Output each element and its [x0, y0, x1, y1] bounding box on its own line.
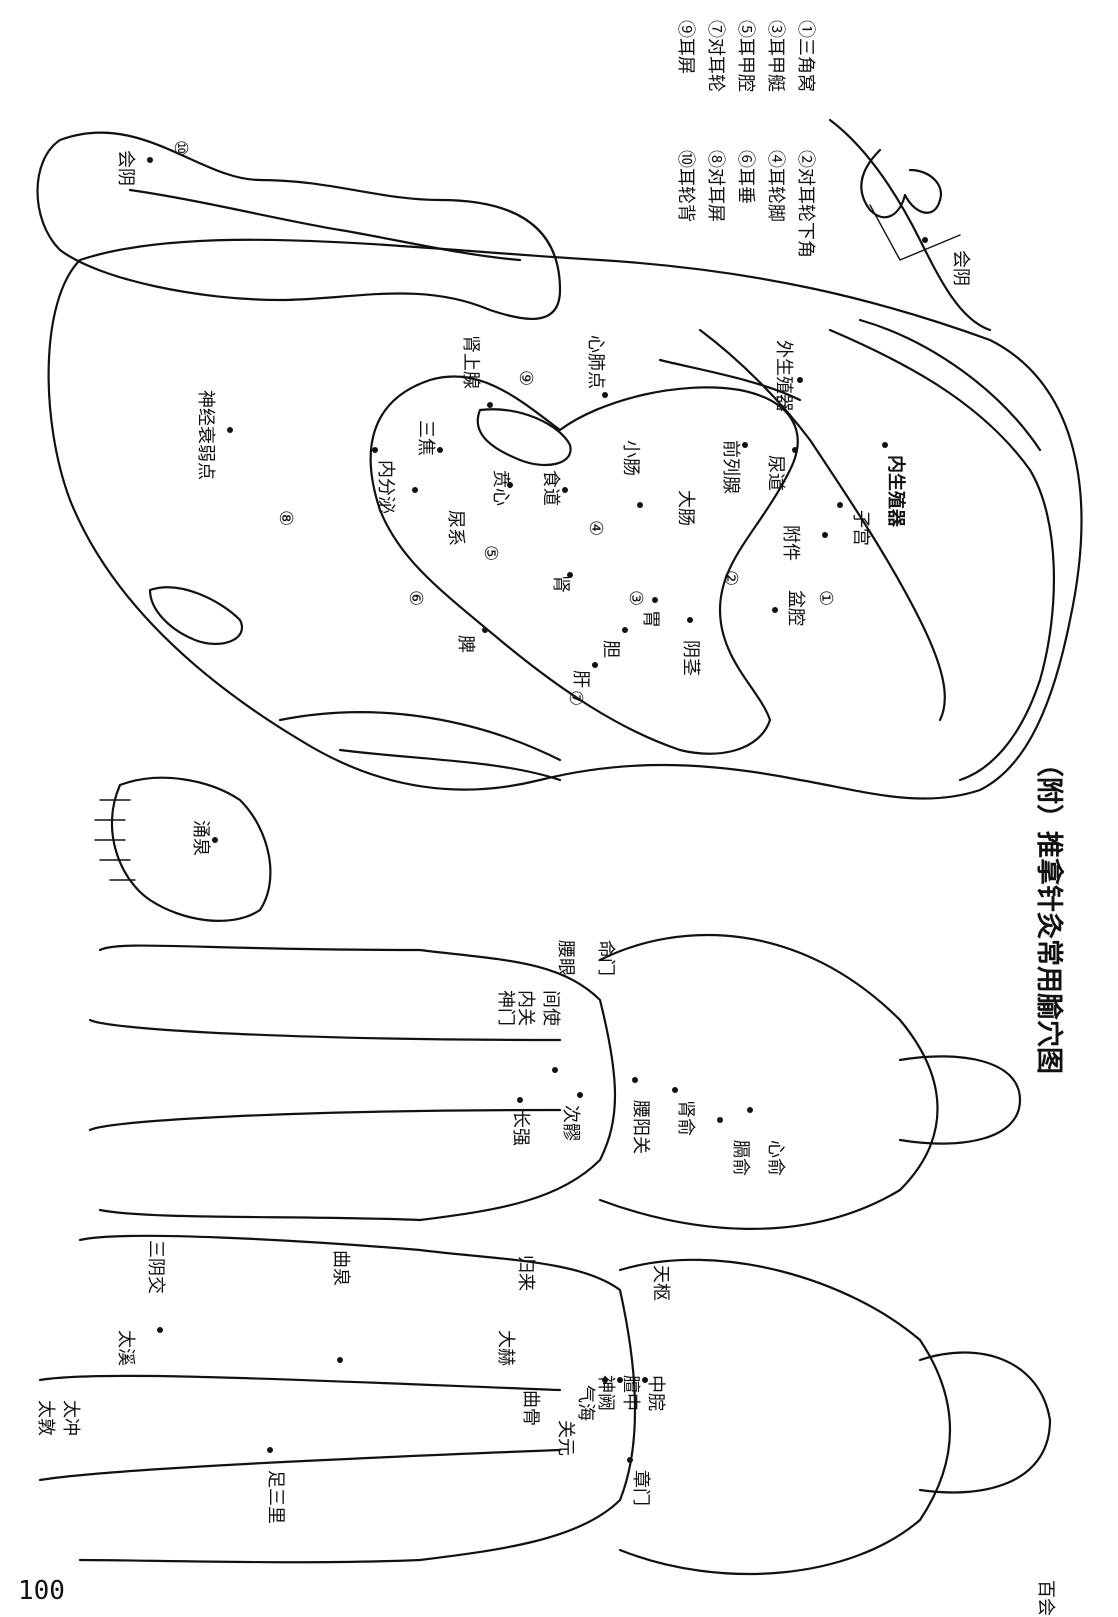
ear-num-1: ①: [815, 590, 836, 606]
ear-point-adnexa: 附件: [780, 525, 801, 561]
front-point-taidun: 太敦: [35, 1400, 56, 1436]
legend-item-4: ④耳轮脚: [765, 150, 786, 222]
ear-num-8: ⑧: [275, 510, 296, 526]
front-point-qihai: 气海: [575, 1385, 596, 1421]
front-point-sanyinjiao: 三阴交: [145, 1240, 166, 1294]
foot-label: 涌泉: [190, 820, 211, 856]
front-point-ququan: 曲泉: [330, 1250, 351, 1286]
ear-point-inner-genitals: 内生殖器: [885, 455, 907, 528]
ear-point-urethra: 尿道: [765, 455, 786, 491]
front-point-qugu: 曲骨: [520, 1390, 541, 1426]
back-point-jianshi: 间使: [540, 990, 561, 1026]
ear-point-stomach-heart: 贲心: [490, 470, 511, 506]
ear-num-4: ④: [585, 520, 606, 536]
legend-item-7: ⑦对耳轮: [705, 20, 726, 92]
front-point-baihui: 百会: [1035, 1580, 1056, 1616]
ear-point-small-intestine: 小肠: [620, 440, 641, 476]
ear-back-marker: ⑩: [170, 140, 191, 156]
legend-item-1: ①三角窝: [795, 20, 816, 92]
ear-point-uterus: 子宫: [850, 510, 871, 546]
back-point-yaoyangguan: 腰阳关: [630, 1100, 651, 1154]
ear-point-outer-genitals: 外生殖器: [773, 340, 795, 412]
front-point-zusanli: 足三里: [265, 1470, 286, 1524]
back-point-yaoyan: 腰眼: [555, 940, 576, 976]
ear-point-liver: 肝: [570, 670, 591, 688]
page-number: 100: [18, 1576, 65, 1606]
page-title: （附）推拿针灸常用腧穴图: [1033, 750, 1065, 1074]
back-point-mingmen: 命门: [595, 940, 616, 976]
legend-item-8: ⑧对耳屏: [705, 150, 726, 222]
perineum-label: 会阴: [950, 250, 971, 286]
legend-item-2: ②对耳轮下角: [795, 150, 816, 258]
ear-region-legend: ①三角窝 ②对耳轮下角 ③耳甲艇 ④耳轮脚 ⑤耳甲腔 ⑥耳垂 ⑦对耳轮 ⑧对耳屏…: [675, 20, 816, 258]
front-point-dahe: 大赫: [495, 1330, 516, 1366]
ear-point-esophagus: 食道: [540, 470, 561, 506]
foot-sole-diagram: 涌泉: [95, 778, 270, 921]
ear-point-spleen: 脾: [455, 635, 476, 653]
ear-diagram: ① ② ③ ④ ⑤ ⑥ ⑦ ⑧ ⑨ 外生殖器 内生殖器 子宫 附件 盆腔 尿道 …: [49, 240, 1082, 799]
ear-point-kidney: 肾: [550, 575, 571, 593]
ear-point-stomach: 胃: [640, 610, 661, 628]
front-point-guanyuan: 关元: [555, 1420, 576, 1456]
ear-point-prostate: 前列腺: [720, 440, 741, 494]
ear-point-gallbladder: 胆: [600, 640, 621, 658]
ear-back-diagram: 会阴 ⑩: [38, 133, 561, 319]
back-point-ciliao: 次髎: [560, 1105, 581, 1141]
ear-point-heart-lung: 心肺点: [585, 335, 606, 389]
front-point-danzhong: 膻中: [620, 1375, 641, 1411]
front-point-shenque: 神阙: [595, 1375, 616, 1411]
back-point-neiguan: 内关: [515, 990, 536, 1026]
ear-point-pelvic: 盆腔: [785, 590, 806, 626]
front-point-guilai: 归来: [515, 1255, 536, 1291]
ear-point-penis: 阴茎: [680, 640, 701, 676]
ear-point-endocrine: 内分泌: [375, 460, 396, 514]
legend-item-3: ③耳甲艇: [765, 20, 786, 92]
ear-num-9: ⑨: [515, 370, 536, 386]
ear-point-urinary: 尿系: [445, 510, 466, 546]
back-point-shenmen: 神门: [495, 990, 516, 1026]
ear-num-5: ⑤: [480, 545, 501, 561]
ear-num-7: ⑦: [565, 690, 586, 706]
front-point-zhongwan: 中脘: [645, 1375, 666, 1411]
ear-point-large-intestine: 大肠: [675, 490, 696, 526]
back-point-changqiang: 长强: [510, 1110, 531, 1146]
back-point-shenshu: 肾俞: [675, 1100, 696, 1136]
back-point-xinshu: 心俞: [765, 1140, 786, 1176]
ear-back-label: 会阴: [115, 150, 136, 186]
legend-item-10: ⑩耳轮背: [675, 150, 696, 222]
front-point-tianshu: 天枢: [650, 1265, 671, 1301]
ear-point-adrenal: 肾上腺: [460, 335, 481, 389]
front-point-taixi: 太溪: [115, 1330, 136, 1366]
legend-item-5: ⑤耳甲腔: [735, 20, 756, 92]
ear-num-6: ⑥: [405, 590, 426, 606]
legend-item-6: ⑥耳垂: [735, 150, 756, 204]
front-point-zhangmen: 章门: [630, 1470, 651, 1506]
ear-num-2: ②: [720, 570, 741, 586]
front-point-taichong: 太冲: [60, 1400, 81, 1436]
ear-point-nerve: 神经衰弱点: [195, 390, 216, 480]
back-point-geshu: 膈俞: [730, 1140, 751, 1176]
back-figure: 命门 腰眼 间使 内关 神门 肾俞 腰阳关 次髎 长强 心俞 膈俞: [90, 935, 1020, 1229]
legend-item-9: ⑨耳屏: [675, 20, 696, 74]
ear-point-san-jiao: 三焦: [415, 420, 436, 456]
front-figure: 百会 膻中 神阙 中脘 气海 关元 曲骨 天枢 归来 章门 足三里 曲泉 三阴交…: [35, 1236, 1056, 1616]
ear-num-3: ③: [625, 590, 646, 606]
